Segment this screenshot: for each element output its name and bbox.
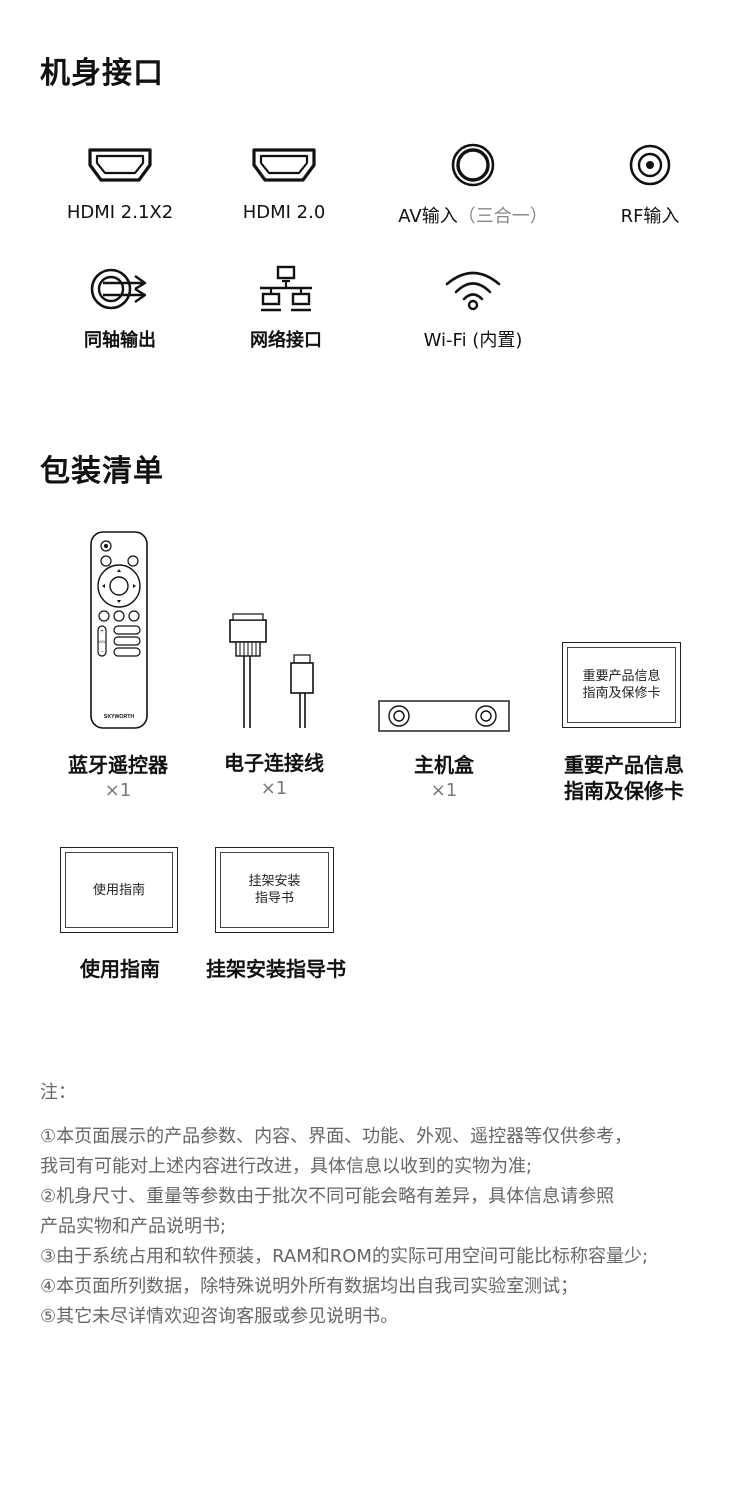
port-network: 网络接口 bbox=[206, 264, 366, 352]
cable-image bbox=[229, 613, 314, 728]
port-hdmi-21: HDMI 2.1X2 bbox=[40, 140, 200, 223]
host-box-image bbox=[378, 700, 510, 732]
note-line: ④本页面所列数据，除特殊说明外所有数据均出自我司实验室测试； bbox=[40, 1276, 579, 1297]
network-port-icon bbox=[206, 264, 366, 314]
hdmi-port-icon bbox=[204, 140, 364, 190]
package-title: 包装清单 bbox=[40, 454, 164, 489]
av-port-icon bbox=[393, 140, 553, 190]
note-line: ①本页面展示的产品参数、内容、界面、功能、外观、遥控器等仅供参考， bbox=[40, 1126, 633, 1147]
card-text: 指导书 bbox=[254, 891, 294, 906]
port-label: AV输入（三合一） bbox=[398, 206, 548, 227]
card-text: 指南及保修卡 bbox=[582, 686, 661, 701]
warranty-card-image: 重要产品信息指南及保修卡 bbox=[562, 642, 681, 728]
card-text: 重要产品信息 bbox=[582, 669, 661, 684]
svg-text:VOL: VOL bbox=[98, 640, 105, 644]
package-item-mount-guide: 挂架安装指导书 bbox=[196, 956, 356, 982]
item-name: 挂架安装指导书 bbox=[206, 957, 346, 981]
card-text: 挂架安装 bbox=[248, 874, 301, 889]
port-label: Wi-Fi (内置) bbox=[423, 330, 523, 351]
item-qty: ×1 bbox=[430, 780, 458, 801]
note-line: 产品实物和产品说明书; bbox=[40, 1216, 227, 1237]
note-line: ③由于系统占用和软件预装，RAM和ROM的实际可用空间可能比标称容量少; bbox=[40, 1246, 649, 1267]
port-label-suffix: （三合一） bbox=[457, 206, 548, 227]
svg-text:-: - bbox=[101, 649, 103, 655]
port-label: 同轴输出 bbox=[84, 330, 156, 351]
rf-port-icon bbox=[570, 140, 730, 190]
port-label: 网络接口 bbox=[250, 330, 322, 351]
package-item-user-guide: 使用指南 bbox=[50, 956, 190, 982]
coaxial-output-icon bbox=[40, 264, 200, 314]
package-item-host-box: 主机盒 ×1 bbox=[374, 752, 514, 804]
remote-control-image: + VOL - SKYWORTH bbox=[90, 531, 148, 729]
mount-guide-image: 挂架安装指导书 bbox=[215, 847, 334, 933]
item-name: 主机盒 bbox=[414, 753, 474, 777]
item-name: 蓝牙遥控器 bbox=[68, 753, 168, 777]
item-name: 电子连接线 bbox=[224, 751, 324, 775]
note-line: 我司有可能对上述内容进行改进，具体信息以收到的实物为准; bbox=[40, 1156, 533, 1177]
port-label: HDMI 2.1X2 bbox=[66, 202, 174, 223]
item-qty: ×1 bbox=[260, 778, 288, 799]
package-item-cable: 电子连接线 ×1 bbox=[204, 750, 344, 802]
interfaces-title: 机身接口 bbox=[40, 56, 164, 91]
notes-heading: 注： bbox=[40, 1082, 76, 1103]
item-name: 使用指南 bbox=[80, 957, 160, 981]
wifi-icon bbox=[393, 264, 553, 314]
package-item-remote: 蓝牙遥控器 ×1 bbox=[48, 752, 188, 804]
item-qty: ×1 bbox=[104, 780, 132, 801]
port-av: AV输入（三合一） bbox=[393, 140, 553, 228]
card-text: 使用指南 bbox=[92, 882, 145, 898]
port-label: RF输入 bbox=[620, 206, 680, 227]
port-label: HDMI 2.0 bbox=[242, 202, 326, 223]
port-hdmi-20: HDMI 2.0 bbox=[204, 140, 364, 223]
package-item-warranty: 重要产品信息 指南及保修卡 bbox=[554, 752, 694, 804]
item-name: 指南及保修卡 bbox=[564, 779, 684, 803]
port-wifi: Wi-Fi (内置) bbox=[393, 264, 553, 352]
notes-section: 注： ①本页面展示的产品参数、内容、界面、功能、外观、遥控器等仅供参考， 我司有… bbox=[40, 1078, 715, 1332]
port-coaxial: 同轴输出 bbox=[40, 264, 200, 352]
note-line: ②机身尺寸、重量等参数由于批次不同可能会略有差异，具体信息请参照 bbox=[40, 1186, 615, 1207]
item-name: 重要产品信息 bbox=[564, 753, 684, 777]
user-guide-image: 使用指南 bbox=[60, 847, 178, 933]
svg-text:+: + bbox=[100, 629, 104, 635]
hdmi-port-icon bbox=[40, 140, 200, 190]
remote-brand-label: SKYWORTH bbox=[104, 714, 135, 720]
port-rf: RF输入 bbox=[570, 140, 730, 228]
note-line: ⑤其它未尽详情欢迎咨询客服或参见说明书。 bbox=[40, 1306, 399, 1327]
